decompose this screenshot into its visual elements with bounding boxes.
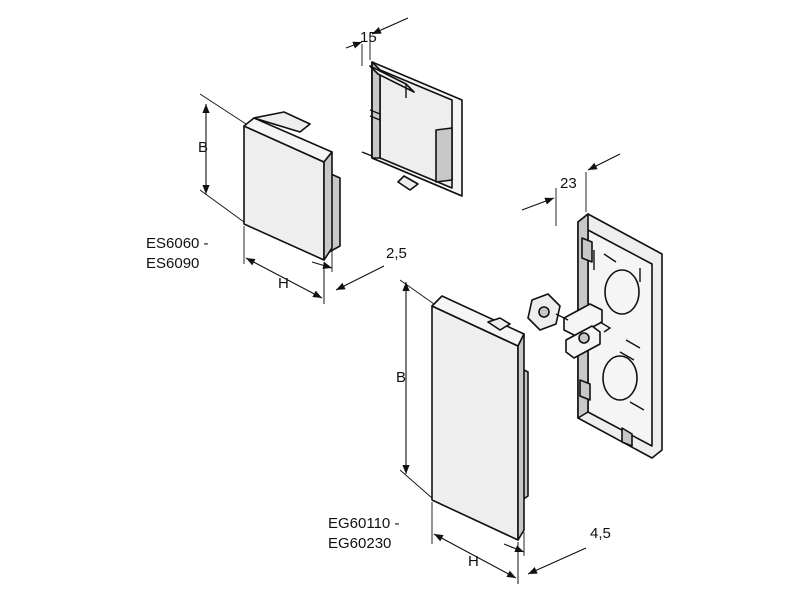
dimension-large-height — [399, 279, 435, 499]
label-large-width: H — [468, 553, 479, 570]
small-end-cap — [243, 111, 341, 261]
dimension-small-thickness — [311, 250, 385, 304]
label-plate-depth: 23 — [560, 175, 577, 192]
dimension-small-height — [199, 93, 247, 223]
label-small-thickness: 2,5 — [386, 245, 407, 262]
label-small-model: ES6060 - — [146, 235, 209, 252]
label-small-height: B — [198, 139, 208, 156]
label-large-model: EG60110 - — [328, 515, 399, 532]
label-large-height: B — [396, 369, 406, 386]
top-end-cap — [361, 61, 463, 197]
label-large-thickness: 4,5 — [590, 525, 611, 542]
clamp-screw-assembly — [527, 293, 612, 359]
label-large-model-2: EG60230 — [328, 535, 391, 552]
dimension-plate-depth — [521, 153, 621, 226]
label-small-model-2: ES6090 — [146, 255, 199, 272]
dimension-large-thickness — [503, 532, 587, 584]
label-top-depth: 15 — [360, 29, 377, 46]
dimension-top-depth — [345, 17, 409, 66]
large-end-cap — [431, 295, 529, 541]
label-small-width: H — [278, 275, 289, 292]
